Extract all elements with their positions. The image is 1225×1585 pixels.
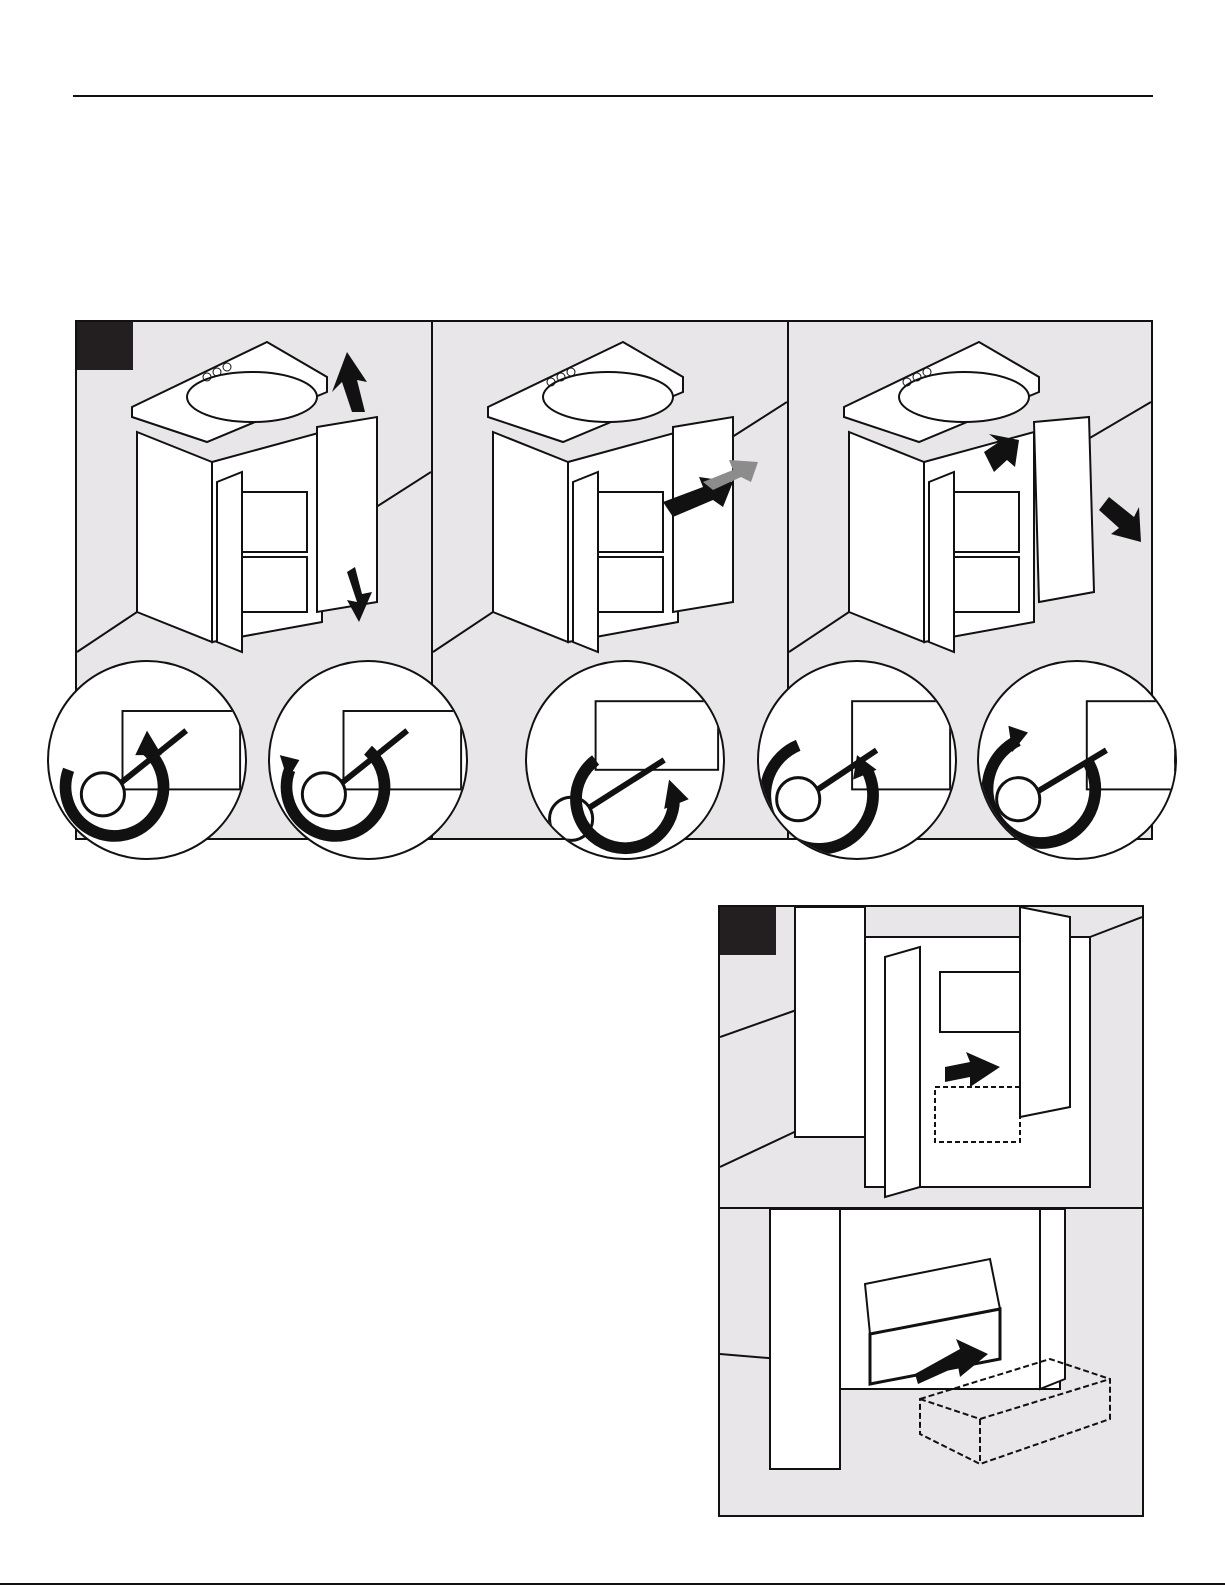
drawer-removal-figure bbox=[718, 905, 1144, 1517]
drawer-pulled-illustration bbox=[720, 1209, 1142, 1515]
detail-screw-side-right bbox=[977, 660, 1177, 860]
drawer-in-cabinet-illustration bbox=[720, 907, 1142, 1207]
detail-screw-depth bbox=[525, 660, 725, 860]
screwdriver-detail-icon bbox=[759, 662, 955, 858]
step-badge-b bbox=[720, 907, 776, 955]
panel-remove-drawer-view bbox=[720, 907, 1142, 1207]
detail-screw-up-right bbox=[268, 660, 468, 860]
top-rule bbox=[73, 95, 1153, 97]
screwdriver-detail-icon bbox=[979, 662, 1175, 858]
screwdriver-detail-icon bbox=[270, 662, 466, 858]
screwdriver-detail-icon bbox=[49, 662, 245, 858]
panel-drawer-pulled-view bbox=[720, 1209, 1142, 1515]
detail-screw-side-left bbox=[757, 660, 957, 860]
detail-screw-up-left bbox=[47, 660, 247, 860]
screwdriver-detail-icon bbox=[527, 662, 723, 858]
